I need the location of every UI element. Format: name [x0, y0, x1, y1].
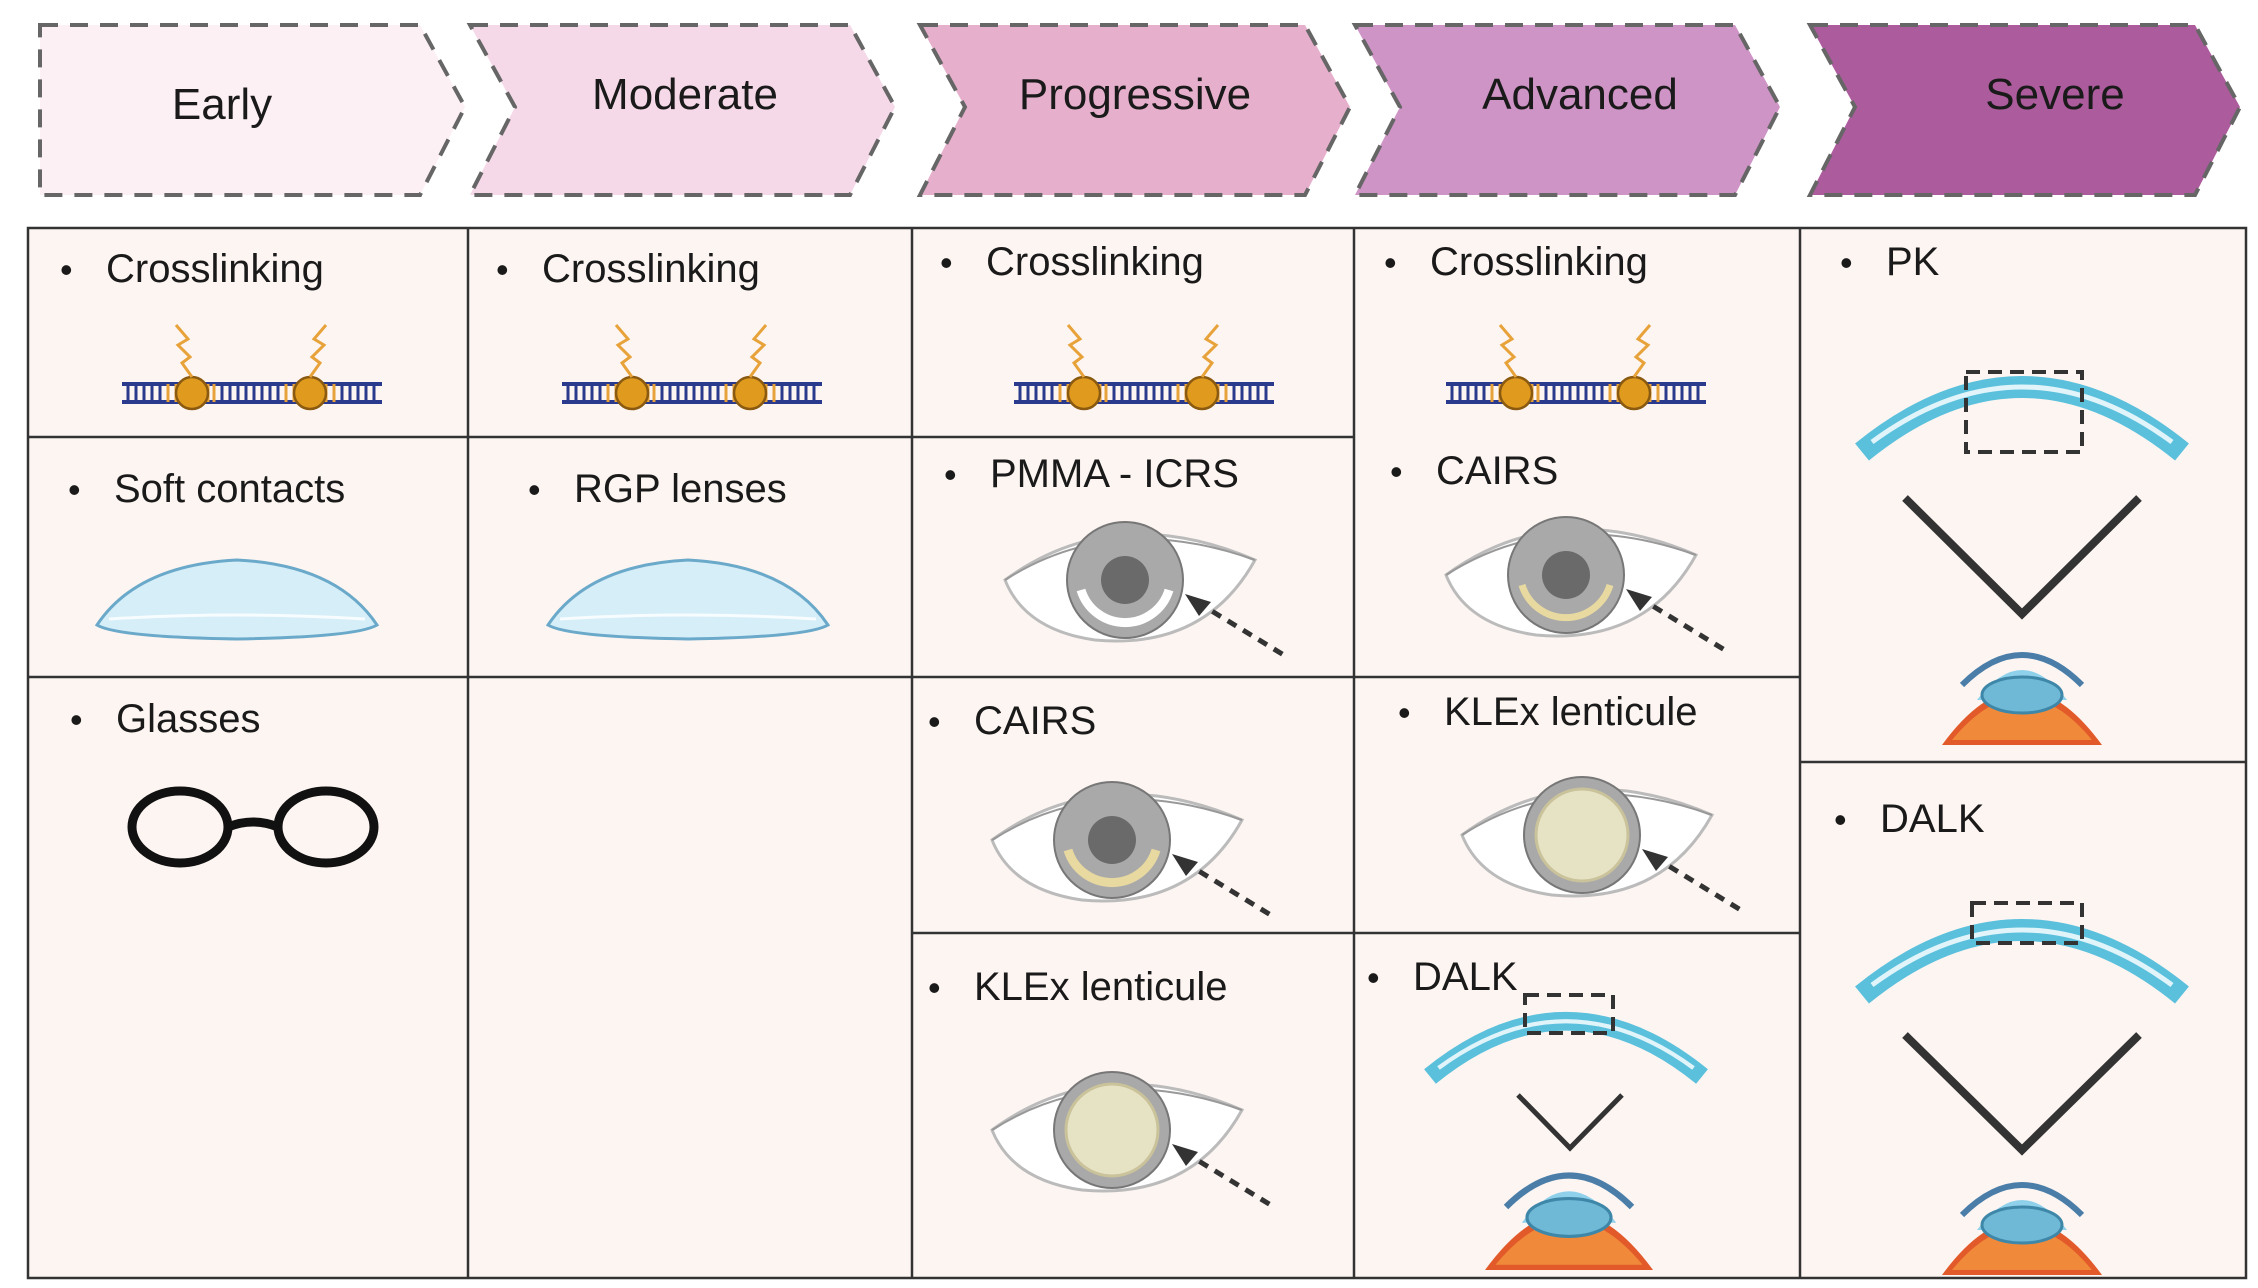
label-progressive-pmma: PMMA - ICRS [944, 452, 1239, 497]
stage-label-early: Early [171, 80, 273, 129]
label-progressive-cairs: CAIRS [928, 699, 1096, 744]
cairs-eye-icon-advanced [1444, 515, 1728, 652]
label-early-soft-contacts: Soft contacts [68, 467, 345, 512]
label-severe-pk: PK [1840, 240, 1939, 285]
stage-label-moderate: Moderate [592, 70, 778, 119]
stage-chevron-early [38, 23, 468, 197]
label-early-crosslinking: Crosslinking [60, 247, 324, 292]
cairs-eye-icon-progressive [990, 780, 1274, 917]
label-advanced-crosslinking: Crosslinking [1384, 240, 1648, 285]
stage-label-progressive: Progressive [1018, 70, 1252, 119]
stage-chevron-advanced [1351, 23, 1783, 197]
label-early-glasses: Glasses [70, 697, 261, 742]
label-moderate-rgp: RGP lenses [528, 467, 787, 512]
stage-label-severe: Severe [1985, 70, 2125, 119]
dalk-diagram-severe [1862, 901, 2182, 1275]
label-moderate-crosslinking: Crosslinking [496, 247, 760, 292]
glasses-icon [127, 786, 379, 868]
label-severe-dalk: DALK [1834, 797, 1985, 842]
dalk-diagram-advanced [1430, 993, 1702, 1270]
pk-diagram [1862, 370, 2182, 745]
label-advanced-klex: KLEx lenticule [1398, 690, 1697, 735]
stage-chevron-progressive [916, 23, 1353, 197]
label-progressive-klex: KLEx lenticule [928, 965, 1227, 1010]
klex-lenticule-eye-icon-progressive [990, 1070, 1274, 1207]
klex-lenticule-eye-icon-advanced [1460, 775, 1744, 912]
stage-header [38, 23, 2243, 197]
stage-label-advanced: Advanced [1482, 70, 1678, 119]
label-advanced-cairs: CAIRS [1390, 449, 1558, 494]
pmma-icrs-eye-icon [1003, 520, 1287, 657]
stage-chevron-moderate [466, 23, 898, 197]
stage-chevron-severe [1806, 23, 2243, 197]
label-progressive-crosslinking: Crosslinking [940, 240, 1204, 285]
label-advanced-dalk: DALK [1367, 955, 1518, 1000]
